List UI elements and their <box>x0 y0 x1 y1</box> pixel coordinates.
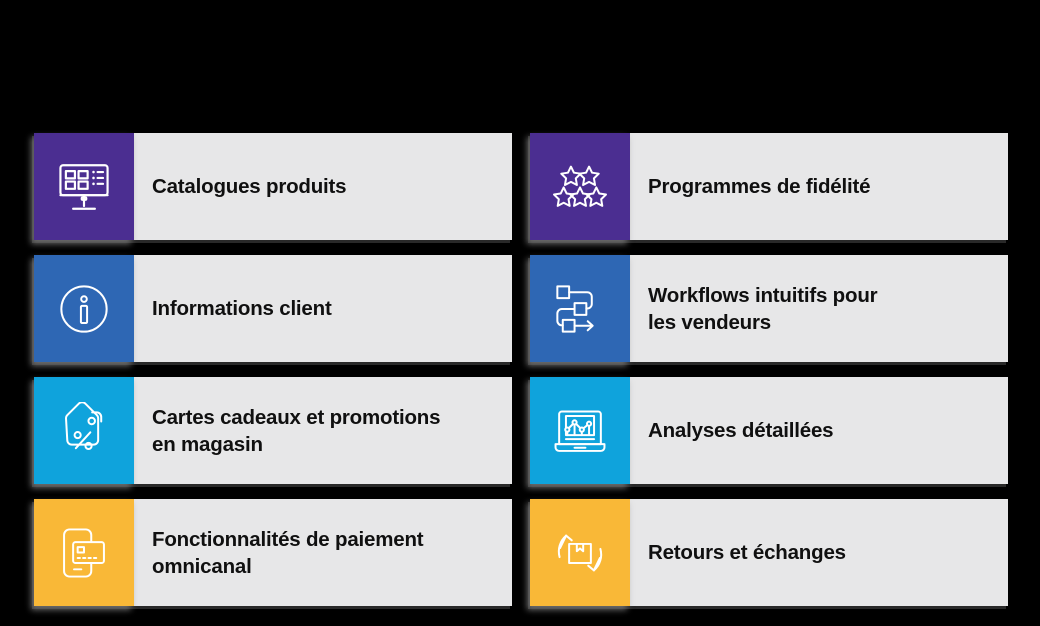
feature-card-label: Fonctionnalités de paiement omnicanal <box>152 527 424 578</box>
feature-card[interactable]: Workflows intuitifs pour les vendeurs <box>530 255 1008 362</box>
feature-card[interactable]: Fonctionnalités de paiement omnicanal <box>34 499 512 606</box>
feature-card[interactable]: Programmes de fidélité <box>530 133 1008 240</box>
feature-card[interactable]: Cartes cadeaux et promotions en magasin <box>34 377 512 484</box>
laptop-analytics-chart-icon <box>530 377 630 484</box>
feature-card[interactable]: Informations client <box>34 255 512 362</box>
feature-card-label: Retours et échanges <box>648 541 846 564</box>
mobile-payment-card-icon <box>34 499 134 606</box>
feature-card-grid: Catalogues produits Programmes de fidéli… <box>34 133 1016 606</box>
feature-card-label: Catalogues produits <box>152 175 347 198</box>
feature-card-label: Informations client <box>152 297 332 320</box>
feature-card-label: Cartes cadeaux et promotions en magasin <box>152 405 441 456</box>
feature-card[interactable]: Analyses détaillées <box>530 377 1008 484</box>
five-stars-icon <box>530 133 630 240</box>
info-circle-icon <box>34 255 134 362</box>
feature-card[interactable]: Retours et échanges <box>530 499 1008 606</box>
workflow-diagram-icon <box>530 255 630 362</box>
feature-card-label: Analyses détaillées <box>648 419 834 442</box>
product-catalog-monitor-icon <box>34 133 134 240</box>
feature-card-label: Programmes de fidélité <box>648 175 871 198</box>
feature-card-label: Workflows intuitifs pour les vendeurs <box>648 283 878 334</box>
feature-card[interactable]: Catalogues produits <box>34 133 512 240</box>
returns-exchange-box-icon <box>530 499 630 606</box>
discount-tags-percent-icon <box>34 377 134 484</box>
